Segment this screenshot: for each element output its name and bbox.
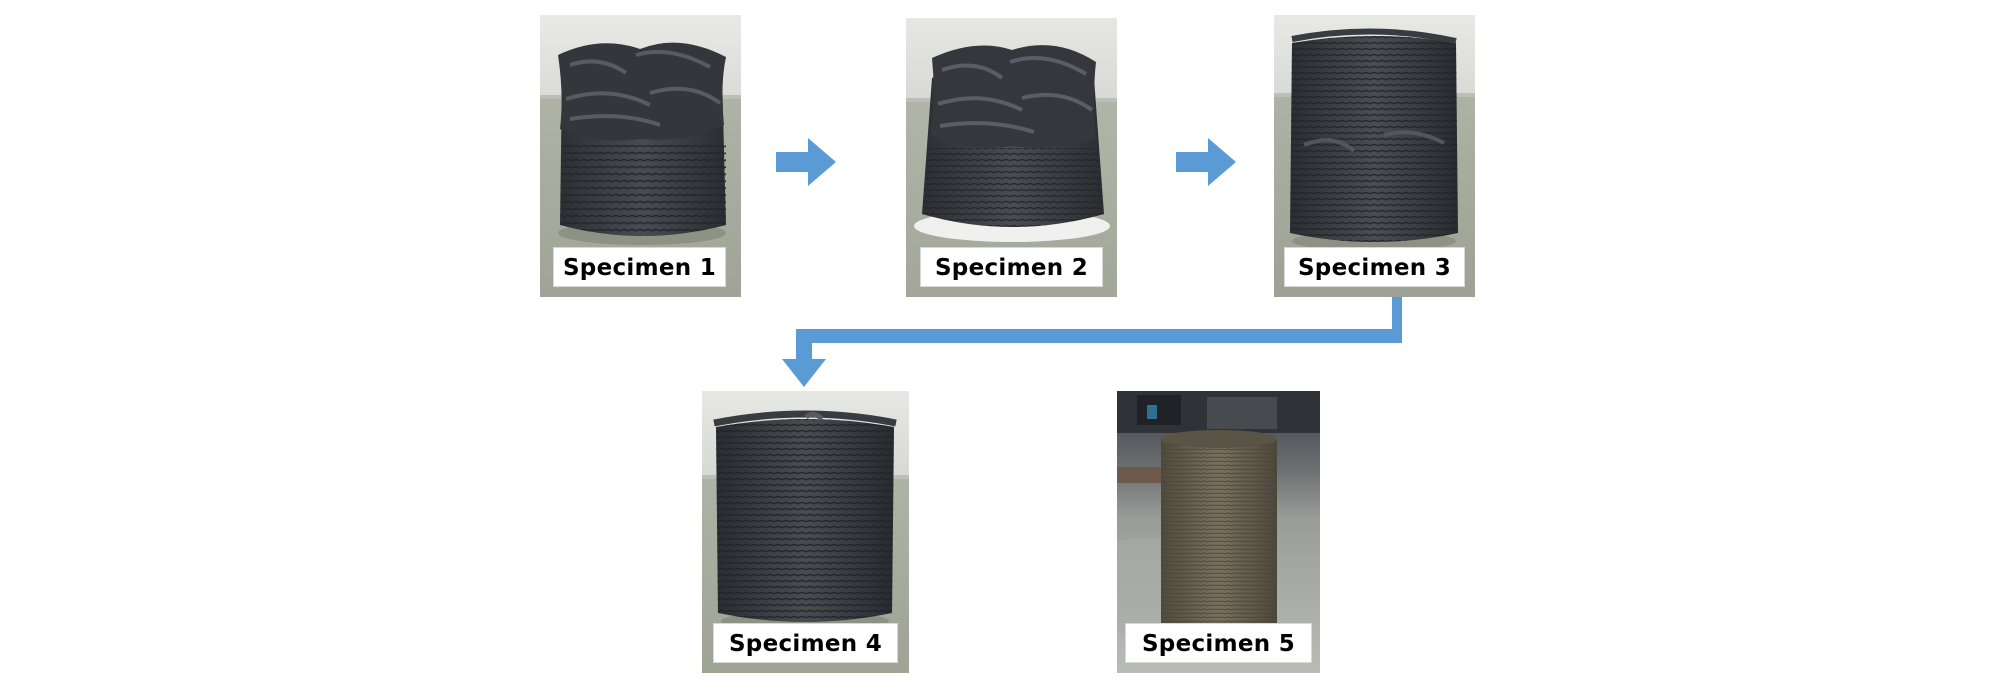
specimen-2-label: Specimen 2 <box>920 247 1103 287</box>
specimen-4-image <box>702 391 909 673</box>
specimen-5-label: Specimen 5 <box>1125 623 1312 663</box>
specimen-2-photo: Specimen 2 <box>906 18 1117 297</box>
specimen-4-photo: Specimen 4 <box>702 391 909 673</box>
arrow-right-icon <box>776 138 836 186</box>
specimen-2-image <box>906 18 1117 297</box>
specimen-3-label: Specimen 3 <box>1284 247 1465 287</box>
specimen-1-label: Specimen 1 <box>553 247 726 287</box>
connector-arrow-icon <box>782 297 1402 389</box>
specimen-5-photo: Specimen 5 <box>1117 391 1320 673</box>
specimen-3-photo: Specimen 3 <box>1274 15 1475 297</box>
arrow-right-icon <box>1176 138 1236 186</box>
specimen-1-photo: Specimen 1 <box>540 15 741 297</box>
specimen-4-label: Specimen 4 <box>713 623 898 663</box>
